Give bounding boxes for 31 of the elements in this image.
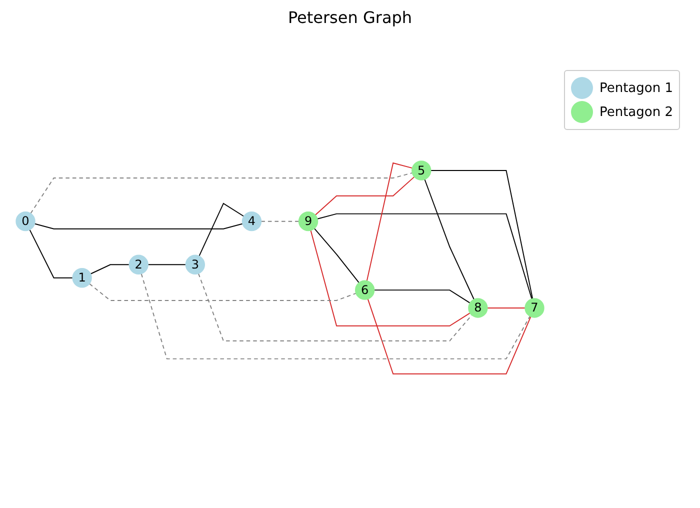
connector [260,220,300,222]
connector [140,272,530,359]
connector [486,307,526,308]
connector [30,172,413,214]
legend-label: Pentagon 2 [599,104,673,120]
node-circle: 3 [185,254,206,274]
node-circle: 7 [524,298,544,318]
connector [148,264,186,265]
node-circle: 5 [412,160,432,180]
node-circle: 2 [128,254,148,274]
connector [34,222,244,229]
connector [366,162,413,281]
connector [88,282,356,300]
connector [424,178,474,300]
node-circle: 8 [468,298,488,318]
connector [90,264,130,274]
node-circle: 0 [16,211,36,231]
node-circle: 1 [72,268,92,288]
node-circle: 6 [354,280,375,300]
connector [314,176,415,216]
connector [29,228,74,278]
connector [198,202,244,256]
node-circle: 9 [298,211,318,231]
node-circle: 4 [242,211,262,231]
legend-label: Pentagon 1 [599,80,673,96]
connector [374,289,470,303]
connector [314,228,360,283]
connector [198,272,472,341]
connector [310,230,470,326]
connector [430,170,534,299]
chart-title: Petersen Graph [286,8,414,27]
